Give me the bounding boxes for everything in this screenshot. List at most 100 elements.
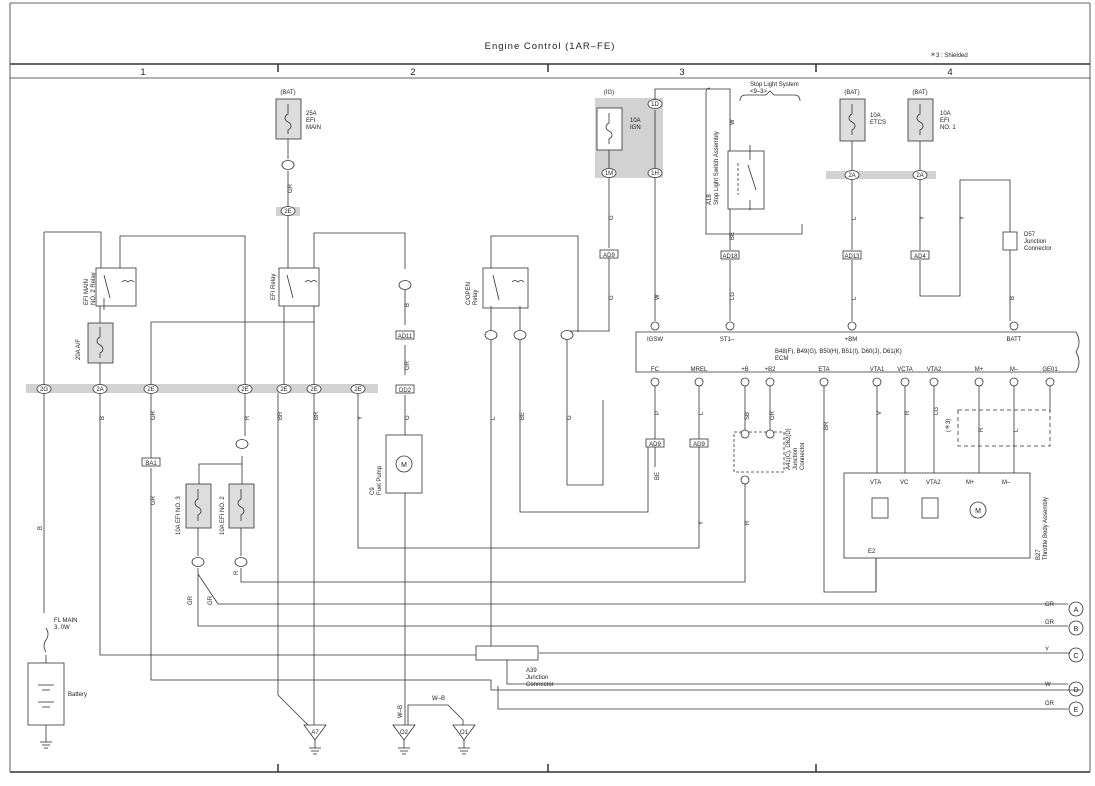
a41-label2: Junction	[793, 448, 799, 470]
ground-o2-label: O2	[400, 730, 409, 736]
ecm-pin-eta: ETA	[818, 367, 829, 373]
svg-text:R: R	[745, 520, 751, 525]
fuse-efi-no3	[185, 483, 212, 529]
ref-a: A	[1074, 607, 1079, 614]
throttle-pin-vc: VC	[900, 480, 909, 486]
svg-text:GR: GR	[1045, 602, 1055, 608]
battery	[27, 627, 65, 726]
svg-text:B: B	[1010, 296, 1016, 300]
svg-text:BE: BE	[655, 472, 661, 480]
stop-light-switch-label2: Stop Light Switch Assembly	[714, 131, 720, 205]
a41-label3: Connector	[800, 442, 806, 470]
junction-block-bar	[26, 384, 378, 393]
svg-text:GR: GR	[151, 495, 157, 505]
efi-main-no2-relay-label2: NO. 2 Relay	[91, 272, 97, 305]
a39-label3: Connector	[526, 682, 554, 688]
conn-2e-relay: 2E	[284, 209, 291, 215]
svg-text:R: R	[234, 570, 240, 575]
conn-2a-efi1: 2A	[916, 173, 923, 179]
conn-ad13: AD13	[844, 254, 860, 260]
throttle-label2: Throttle Body Assembly	[1043, 497, 1049, 560]
svg-text:L: L	[852, 296, 858, 300]
svg-text:W: W	[655, 294, 661, 300]
ground-o2	[392, 724, 416, 755]
fuse-etcs-name: ETCS	[870, 120, 886, 126]
svg-text:L: L	[699, 411, 705, 415]
svg-text:V: V	[877, 411, 883, 415]
wires	[43, 88, 1081, 735]
throttle-pin-mminus: M–	[1002, 480, 1011, 486]
fuel-pump-m: M	[401, 462, 407, 469]
svg-text:B: B	[405, 303, 411, 307]
fuse-af	[87, 322, 114, 364]
conn-2e-1: 2E	[147, 387, 154, 393]
ref-b: B	[1074, 626, 1079, 633]
copen-relay	[482, 267, 529, 309]
copen-relay-label2: Relay	[473, 290, 479, 305]
svg-text:GR: GR	[151, 410, 157, 420]
a41-junction-body	[733, 431, 785, 473]
a41-label1: A41(C), D62(D)	[786, 428, 792, 470]
efi-main-no2-relay-label1: EFI MAIN	[84, 279, 90, 305]
fl-main-label2: 3. 0W	[54, 625, 70, 631]
conn-1h: 1H	[651, 171, 659, 177]
ref-e: E	[1074, 707, 1079, 714]
ecm-pin-batt: BATT	[1007, 337, 1022, 343]
source-ig: (IG)	[604, 90, 614, 96]
column-label-4: 4	[947, 67, 952, 78]
svg-text:B: B	[38, 526, 44, 530]
svg-text:L: L	[491, 416, 497, 420]
svg-text:Y: Y	[358, 416, 364, 420]
conn-ad9-fc: AD9	[649, 442, 661, 448]
svg-text:R: R	[905, 410, 911, 415]
throttle-pin-vta: VTA	[870, 480, 881, 486]
conn-ad18: AD18	[722, 254, 738, 260]
throttle-m: M	[975, 508, 981, 515]
conn-2a-etcs: 2A	[848, 173, 855, 179]
svg-text:SB: SB	[745, 412, 751, 420]
ground-o1	[452, 724, 476, 755]
fuse-efi-no2	[228, 483, 255, 529]
conn-2e-5: 2E	[354, 387, 361, 393]
svg-text:W–B: W–B	[432, 696, 445, 702]
fuse-efi-no1-rating: 10A	[940, 111, 951, 117]
ground-battery	[40, 735, 52, 749]
column-label-3: 3	[679, 67, 684, 78]
fl-main-label1: FL MAIN	[54, 618, 77, 624]
svg-text:BE: BE	[520, 412, 526, 420]
source-bat-3: (BAT)	[912, 90, 927, 96]
fuse-ign-rating: 10A	[630, 118, 641, 124]
a39-label1: A39	[526, 668, 537, 674]
conn-1m: 1M	[605, 171, 613, 177]
fuel-pump-label2: Fuel Pump	[377, 465, 383, 495]
connector-markers	[36, 99, 1055, 567]
ecm-label: ECM	[775, 356, 788, 362]
shield-note: ＊3 : Shielded	[930, 52, 968, 59]
fuse-efi-main-rating: 25A	[306, 111, 317, 117]
svg-text:G: G	[609, 295, 615, 300]
column-label-1: 1	[140, 67, 145, 78]
ecm-pin-b2: +B2	[765, 367, 777, 373]
fuse-efi-main-name2: MAIN	[306, 125, 321, 131]
reference-markers	[497, 601, 1084, 717]
ecm-pin-st1: ST1–	[720, 337, 735, 343]
fuse-efi-no1-name2: NO. 1	[940, 125, 956, 131]
ref-d: D	[1073, 687, 1078, 694]
fuse-efi-no1-name1: EFI	[940, 118, 950, 124]
stop-light-system-ref: <9–3>	[750, 89, 768, 95]
conn-ad9-mrel: AD9	[693, 442, 705, 448]
conn-2e-2: 2E	[241, 387, 248, 393]
fuse-af-label: 20A A/F	[76, 339, 82, 360]
svg-text:R: R	[245, 415, 251, 420]
fuse-efi-no3-label: 10A EFI NO. 3	[176, 496, 182, 535]
conn-ad11: AD11	[398, 334, 413, 340]
d57-label2: Junction	[1024, 239, 1046, 245]
svg-text:Y: Y	[1045, 647, 1049, 653]
conn-2e-3: 2E	[280, 387, 287, 393]
svg-text:P: P	[655, 411, 661, 415]
ecm-pin-b: +B	[741, 367, 749, 373]
throttle-pin-vta2: VTA2	[926, 480, 941, 486]
ground-a7-label: A7	[311, 730, 319, 736]
stop-light-switch-label1: A18	[707, 194, 713, 205]
svg-text:L: L	[852, 216, 858, 220]
